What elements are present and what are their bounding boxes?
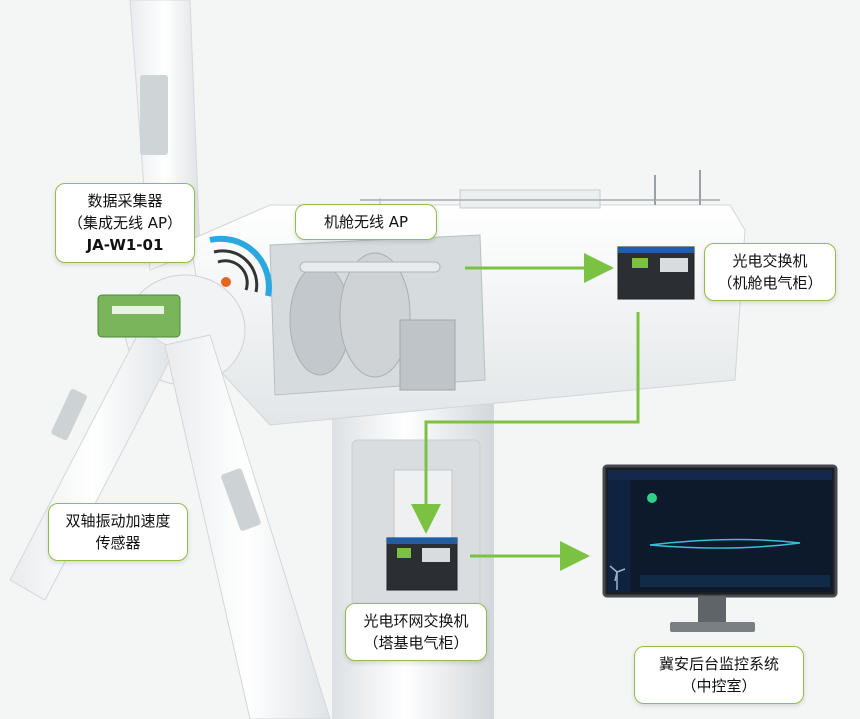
label-nacelle-switch: 光电交换机 （机舱电气柜） [704, 243, 836, 301]
label-sensor-line2: 传感器 [95, 534, 141, 552]
label-data-collector-line1: 数据采集器 [87, 192, 163, 210]
label-monitor-system: 冀安后台监控系统 （中控室） [634, 646, 804, 704]
label-data-collector-line3: JA-W1-01 [86, 236, 164, 254]
nacelle-switch-device [617, 246, 695, 300]
data-collector-device [97, 294, 181, 338]
label-nacelle-switch-line1: 光电交换机 [732, 252, 808, 270]
arrow-nacelle-switch-to-tower [411, 312, 640, 534]
monitor [602, 464, 838, 632]
label-monitor-system-line2: （中控室） [681, 677, 757, 695]
tower-switch-device [386, 537, 458, 591]
label-nacelle-switch-line2: （机舱电气柜） [717, 274, 823, 292]
label-tower-switch-line1: 光电环网交换机 [363, 612, 469, 630]
label-monitor-system-line1: 冀安后台监控系统 [658, 655, 779, 673]
turbine-icon [609, 565, 626, 590]
label-nacelle-ap-line1: 机舱无线 AP [323, 213, 409, 231]
label-data-collector-line2: （集成无线 AP） [67, 214, 183, 232]
label-tower-switch-line2: （塔基电气柜） [363, 634, 469, 652]
wifi-signal-icon [209, 235, 272, 297]
label-sensor-line1: 双轴振动加速度 [65, 512, 171, 530]
label-sensor: 双轴振动加速度 传感器 [48, 503, 188, 561]
label-nacelle-ap: 机舱无线 AP [295, 204, 437, 240]
label-tower-switch: 光电环网交换机 （塔基电气柜） [345, 603, 487, 661]
label-data-collector: 数据采集器 （集成无线 AP） JA-W1-01 [55, 183, 195, 263]
